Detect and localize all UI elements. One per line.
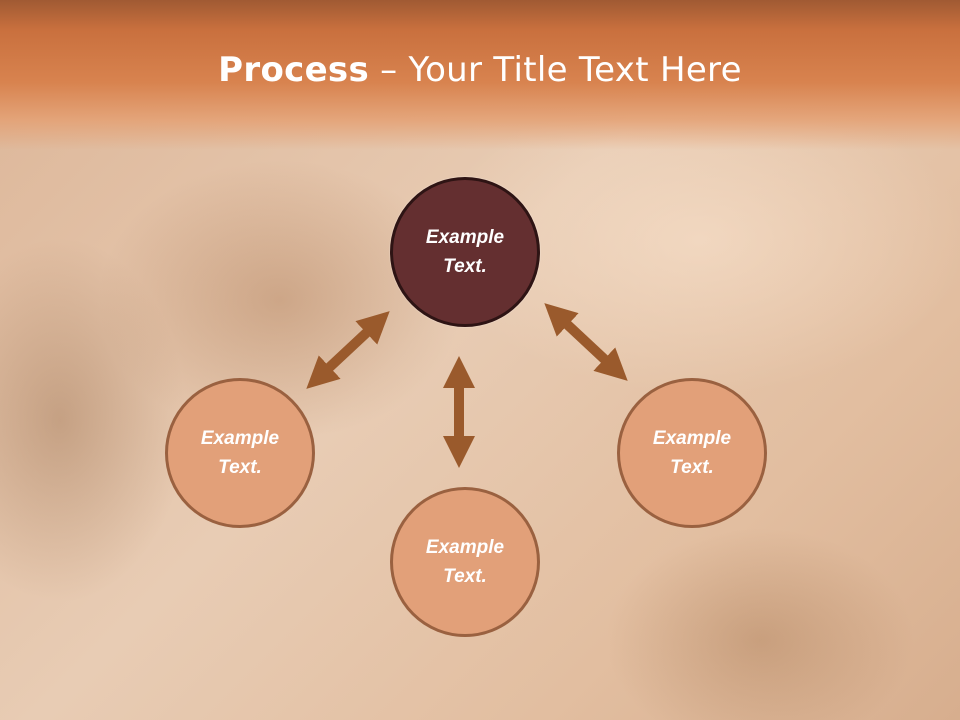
slide-title: Process – Your Title Text Here bbox=[0, 50, 960, 90]
title-banner bbox=[0, 0, 960, 150]
node-right: Example Text. bbox=[617, 378, 767, 528]
node-bottom-label: Example Text. bbox=[425, 537, 505, 587]
node-right-label: Example Text. bbox=[652, 428, 732, 478]
node-top: Example Text. bbox=[390, 177, 540, 327]
arrow-top-left bbox=[306, 311, 390, 389]
node-left-label: Example Text. bbox=[200, 428, 280, 478]
node-left: Example Text. bbox=[165, 378, 315, 528]
title-bold: Process bbox=[218, 50, 370, 90]
node-top-label: Example Text. bbox=[425, 227, 505, 277]
title-rest: – Your Title Text Here bbox=[369, 50, 742, 90]
node-bottom: Example Text. bbox=[390, 487, 540, 637]
arrow-top-right bbox=[544, 303, 628, 381]
